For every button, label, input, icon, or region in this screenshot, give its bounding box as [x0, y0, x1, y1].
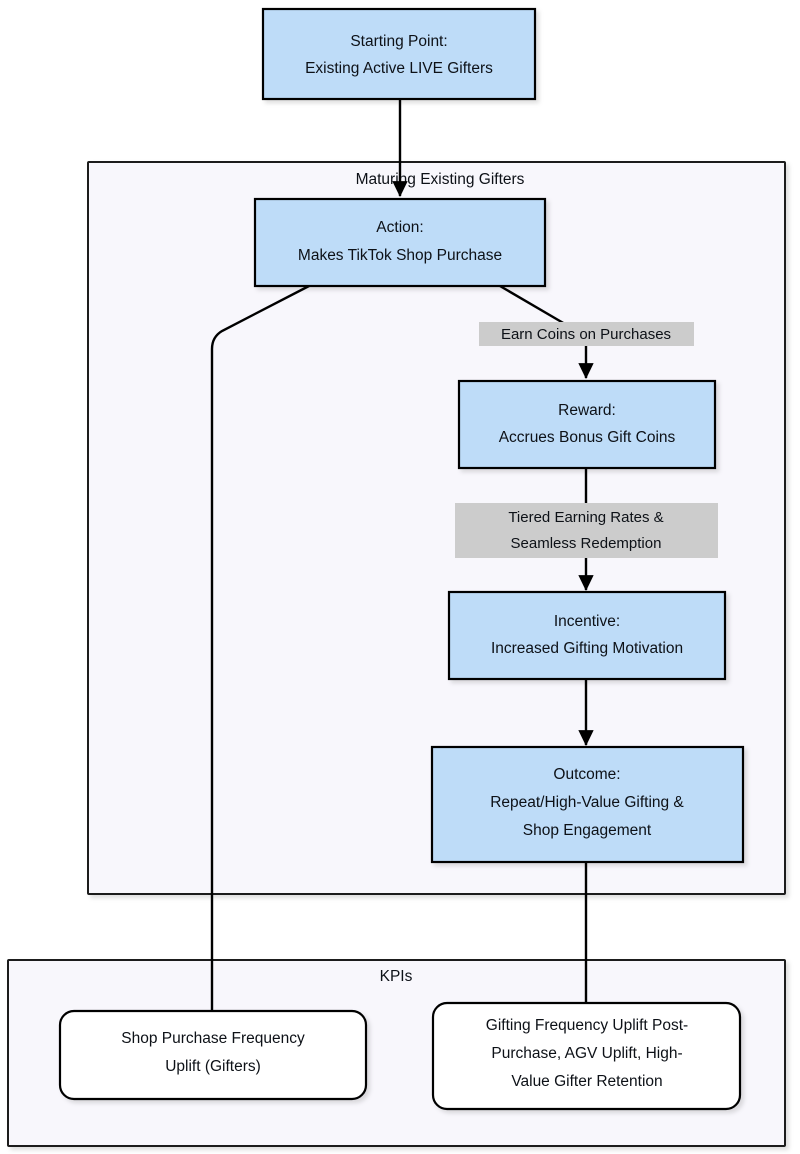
edge-action-to-kpi-left: [210, 284, 310, 1012]
node-incentive[interactable]: Incentive: Increased Gifting Motivation: [447, 590, 727, 681]
node-outcome-line2: Repeat/High-Value Gifting &: [490, 794, 684, 811]
cluster-maturing-title: Maturing Existing Gifters: [356, 171, 525, 188]
node-kpi-gifting-frequency-uplift[interactable]: Gifting Frequency Uplift Post- Purchase,…: [431, 1001, 742, 1111]
node-kpi-left-box[interactable]: [58, 1009, 368, 1101]
node-outcome-line3: Shop Engagement: [523, 822, 652, 839]
node-kpi-right-box[interactable]: [431, 1001, 742, 1111]
node-starting-point-box[interactable]: [261, 7, 537, 101]
node-outcome-box[interactable]: [430, 745, 745, 864]
node-reward-line2: Accrues Bonus Gift Coins: [499, 429, 676, 446]
node-kpi-left-line1: Shop Purchase Frequency: [121, 1030, 305, 1047]
node-incentive-line2: Increased Gifting Motivation: [491, 640, 683, 657]
node-action-line1: Action:: [376, 219, 423, 236]
node-kpi-right-line3: Value Gifter Retention: [511, 1073, 662, 1090]
edge-label-earn-coins: Earn Coins on Purchases: [479, 322, 694, 346]
edge-action-reward-diagonal: [499, 284, 566, 326]
node-reward[interactable]: Reward: Accrues Bonus Gift Coins: [457, 379, 717, 470]
node-starting-point-line2: Existing Active LIVE Gifters: [305, 60, 493, 77]
node-outcome[interactable]: Outcome: Repeat/High-Value Gifting & Sho…: [430, 745, 745, 864]
edge-action-kpileft-line: [210, 284, 310, 1012]
node-kpi-right-line1: Gifting Frequency Uplift Post-: [486, 1017, 688, 1034]
edge-label-earn-coins-bg: [479, 322, 694, 346]
edge-action-to-reward: [499, 284, 594, 379]
node-starting-point[interactable]: Starting Point: Existing Active LIVE Gif…: [261, 7, 537, 101]
node-reward-box[interactable]: [457, 379, 717, 470]
node-action-box[interactable]: [253, 197, 547, 288]
node-kpi-right-line2: Purchase, AGV Uplift, High-: [491, 1045, 682, 1062]
edge-label-tiered-bg: [455, 503, 718, 558]
node-action-line2: Makes TikTok Shop Purchase: [298, 247, 502, 264]
node-kpi-shop-purchase-frequency[interactable]: Shop Purchase Frequency Uplift (Gifters): [58, 1009, 368, 1101]
node-reward-line1: Reward:: [558, 402, 616, 419]
node-kpi-left-line2: Uplift (Gifters): [165, 1058, 261, 1075]
cluster-kpis-title: KPIs: [380, 968, 413, 985]
node-incentive-line1: Incentive:: [554, 613, 620, 630]
edge-label-tiered-line1: Tiered Earning Rates &: [508, 509, 663, 526]
node-action[interactable]: Action: Makes TikTok Shop Purchase: [253, 197, 547, 288]
edge-label-earn-coins-text: Earn Coins on Purchases: [501, 326, 671, 343]
edge-label-tiered-line2: Seamless Redemption: [511, 535, 662, 552]
edge-label-tiered-earning: Tiered Earning Rates & Seamless Redempti…: [455, 503, 718, 558]
node-starting-point-line1: Starting Point:: [350, 33, 447, 50]
node-outcome-line1: Outcome:: [553, 766, 620, 783]
node-incentive-box[interactable]: [447, 590, 727, 681]
